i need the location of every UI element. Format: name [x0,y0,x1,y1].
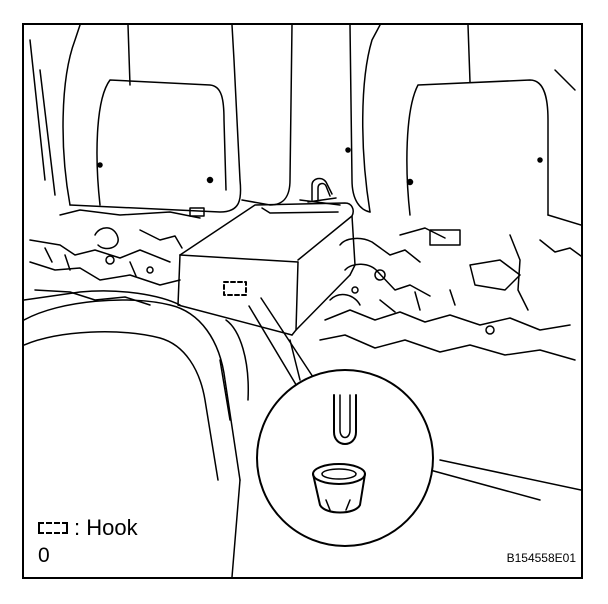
hook-symbol-icon [38,522,68,534]
front-seat [24,290,241,577]
center-console-box [177,202,356,336]
legend-label: : Hook [74,515,138,540]
figure-id: B154558E01 [506,551,576,565]
floor-lines [225,319,581,501]
left-floor-parts [29,207,205,306]
seatback-latch [307,177,337,203]
callout-leader [248,297,316,389]
center-seatback [241,25,371,213]
hook-location-marker [223,281,247,296]
legend: : Hook [38,515,138,541]
right-floor-parts [319,227,581,361]
right-seatback [362,25,581,226]
left-seatback [29,25,242,213]
hook-detail-callout [256,369,434,547]
page-number: 0 [38,544,50,567]
